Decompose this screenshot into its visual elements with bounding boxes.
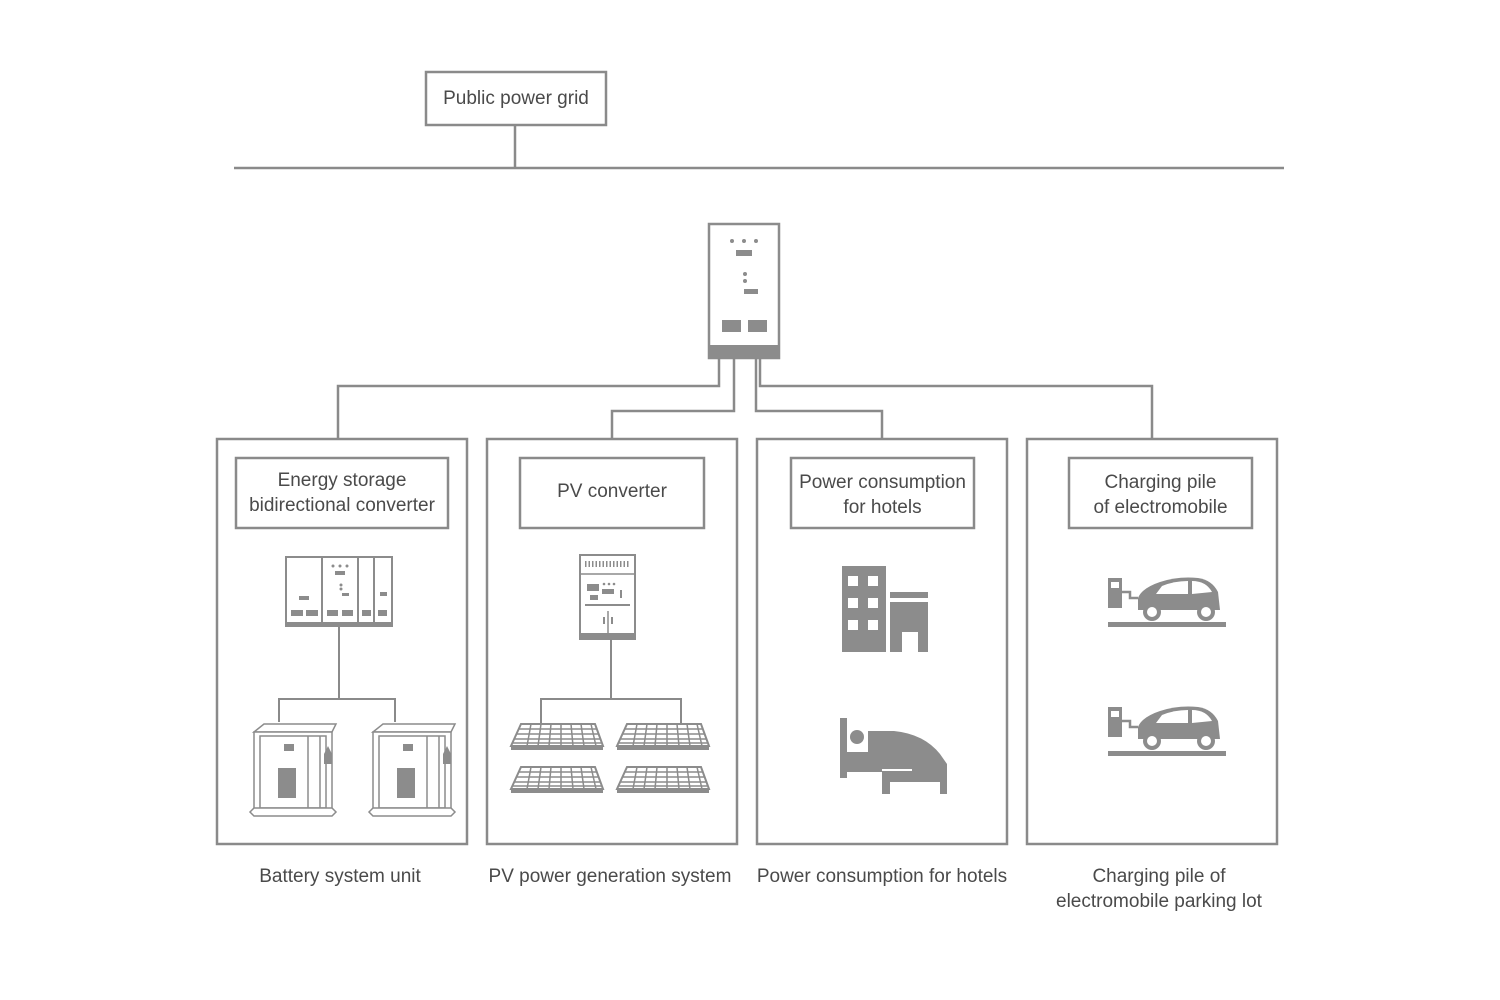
connector-lines	[336, 358, 1154, 439]
solar-panel-icon	[510, 723, 604, 751]
pv-tree-lines	[540, 639, 682, 724]
central-controller-icon	[707, 222, 781, 360]
label-box-converter	[234, 456, 450, 530]
battery-container-icon	[368, 723, 456, 817]
hotel-bed-icon	[840, 718, 947, 794]
label-box-hotels	[789, 456, 976, 530]
charging-car-icon	[1106, 576, 1228, 629]
label-box-charging	[1067, 456, 1254, 530]
column-box-hotels	[755, 437, 1009, 846]
battery-container-icon	[249, 723, 337, 817]
grid-label: Public power grid	[443, 88, 589, 109]
label-box-pv-converter	[518, 456, 706, 530]
solar-panel-icon	[616, 766, 710, 794]
hotels-box-label: Power consumption for hotels	[799, 472, 966, 518]
battery-tree-lines	[278, 627, 396, 722]
bidirectional-converter-icon	[285, 556, 393, 627]
pv-converter-box-label: PV converter	[557, 480, 667, 502]
column-box-pv	[485, 437, 739, 846]
charging-box-label: Charging pile of electromobile	[1093, 472, 1228, 518]
converter-box-label: Energy storage bidirectional converter	[249, 470, 435, 516]
solar-panel-icon	[510, 766, 604, 794]
charging-caption: Charging pile of electromobile parking l…	[1056, 866, 1262, 912]
pv-caption: PV power generation system	[488, 866, 732, 887]
battery-caption: Battery system unit	[259, 866, 421, 887]
hotels-caption: Power consumption for hotels	[756, 866, 1008, 887]
column-box-charging	[1025, 437, 1279, 846]
solar-panel-icon	[616, 723, 710, 751]
column-box-battery	[215, 437, 469, 846]
pv-converter-icon	[579, 554, 636, 640]
grid-box	[424, 70, 608, 127]
charging-car-icon	[1106, 705, 1228, 758]
hotel-building-icon	[842, 566, 928, 652]
